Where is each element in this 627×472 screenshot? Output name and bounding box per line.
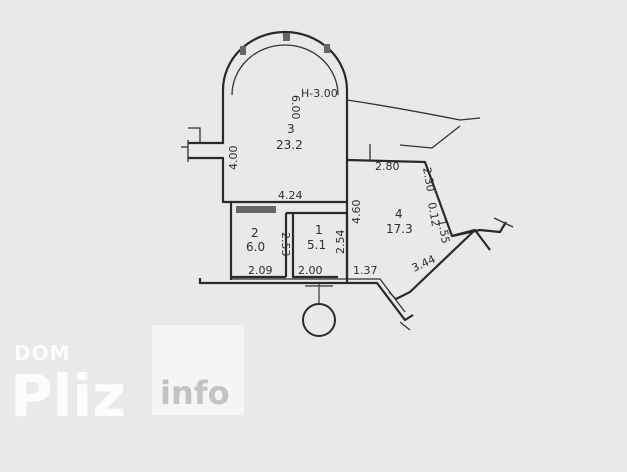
dim-arc-radius: 6.00: [289, 95, 302, 120]
dim-r4-right-low: 1.55: [435, 218, 452, 244]
dim-ceiling-height: H-3.00: [301, 87, 338, 100]
room-2-walls: [231, 213, 288, 279]
room-3-walls: [221, 30, 349, 175]
dim-left-wall-r3: 4.00: [227, 146, 240, 171]
dim-r4-top: 2.80: [375, 160, 400, 173]
room-3-number: 3: [287, 122, 295, 136]
arc-mark-top: [283, 33, 290, 41]
dim-r2-width: 2.09: [248, 264, 273, 277]
dim-r4-right-top: 2.30: [420, 166, 437, 192]
dim-r1-height: 2.54: [334, 230, 347, 255]
room-1-number: 1: [315, 223, 323, 237]
dim-corridor-width: 1.37: [353, 264, 378, 277]
left-wall: [188, 90, 233, 280]
arc-mark-left: [240, 46, 246, 55]
dim-partition-r3: 4.24: [278, 189, 303, 202]
room-4-number: 4: [395, 207, 403, 221]
balcony-curve: [346, 99, 481, 121]
room-2-area: 6.0: [246, 240, 265, 254]
dim-r4-bottom: 3.44: [410, 253, 438, 275]
right-extension: [451, 221, 507, 251]
dim-r1-width: 2.00: [298, 264, 323, 277]
balcony-door-left: [181, 140, 189, 162]
dim-r4-left: 4.60: [350, 200, 363, 225]
bottom-wall-inner: [231, 278, 406, 313]
room-1-area: 5.1: [307, 238, 326, 252]
left-jog: [188, 127, 201, 143]
right-end: [388, 217, 514, 331]
dim-r2-height: 2.53: [279, 232, 292, 257]
partition-hatch: [236, 206, 276, 213]
arc-mark-right: [324, 44, 330, 53]
room-4-area: 17.3: [386, 222, 413, 236]
stair-circle: [302, 303, 336, 337]
room-4-top: [369, 125, 461, 160]
room-3-area: 23.2: [276, 138, 303, 152]
arc-inner: [231, 44, 339, 96]
room-2-number: 2: [251, 226, 259, 240]
dim-r4-right-mid: 0.12: [425, 201, 442, 227]
bottom-wall: [198, 278, 414, 322]
